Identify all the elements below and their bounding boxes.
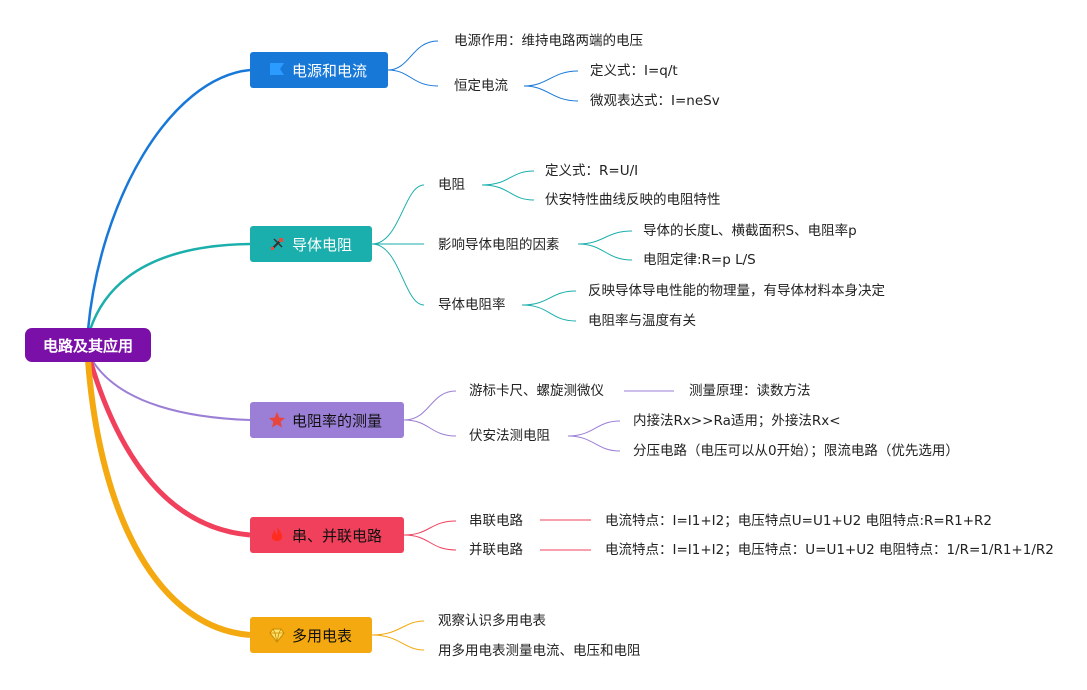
root-node[interactable]: 电路及其应用	[25, 328, 151, 362]
topic-observe-multimeter[interactable]: 观察认识多用电表	[438, 613, 546, 629]
topic-volt-ampere-method[interactable]: 伏安法测电阻	[469, 428, 550, 444]
branch-label: 导体电阻	[292, 235, 353, 254]
diamond-icon	[268, 626, 286, 644]
leaf-divider-limiter[interactable]: 分压电路（电压可以从0开始）；限流电路（优先选用）	[633, 443, 959, 459]
leaf-length-area-resistivity[interactable]: 导体的长度L、横截面积S、电阻率p	[643, 223, 857, 239]
topic-calipers[interactable]: 游标卡尺、螺旋测微仪	[469, 383, 604, 399]
topic-resistance-factors[interactable]: 影响导体电阻的因素	[438, 237, 560, 253]
branch-power-current[interactable]: 电源和电流	[250, 52, 388, 88]
fire-icon	[268, 526, 286, 544]
topic-power-role[interactable]: 电源作用：维持电路两端的电压	[454, 33, 643, 49]
leaf-internal-external[interactable]: 内接法Rx>>Ra适用；外接法Rx<	[633, 413, 841, 429]
leaf-current-micro[interactable]: 微观表达式：I=neSv	[590, 93, 720, 109]
star-icon	[268, 411, 286, 429]
leaf-series-features[interactable]: 电流特点：I=I1+I2；电压特点U=U1+U2 电阻特点:R=R1+R2	[605, 513, 992, 529]
leaf-measure-principle[interactable]: 测量原理：读数方法	[689, 383, 811, 399]
leaf-current-definition[interactable]: 定义式：I=q/t	[590, 63, 678, 79]
leaf-resistance-law[interactable]: 电阻定律:R=p L/S	[643, 252, 756, 268]
tools-icon	[268, 235, 286, 253]
leaf-resistivity-temperature[interactable]: 电阻率与温度有关	[588, 313, 696, 329]
topic-resistivity[interactable]: 导体电阻率	[438, 297, 506, 313]
topic-series-circuit[interactable]: 串联电路	[469, 513, 523, 529]
branch-series-parallel[interactable]: 串、并联电路	[250, 517, 404, 553]
topic-use-multimeter[interactable]: 用多用电表测量电流、电压和电阻	[438, 643, 641, 659]
root-label: 电路及其应用	[42, 336, 133, 355]
flag-icon	[268, 61, 286, 79]
branch-label: 电源和电流	[292, 61, 368, 80]
branch-label: 串、并联电路	[292, 526, 383, 545]
branch-label: 多用电表	[292, 626, 353, 645]
topic-resistance[interactable]: 电阻	[438, 177, 465, 193]
branch-label: 电阻率的测量	[292, 411, 383, 430]
topic-steady-current[interactable]: 恒定电流	[454, 78, 508, 94]
branch-resistivity-measure[interactable]: 电阻率的测量	[250, 402, 404, 438]
leaf-resistance-definition[interactable]: 定义式：R=U/I	[545, 163, 639, 179]
leaf-volt-ampere-curve[interactable]: 伏安特性曲线反映的电阻特性	[545, 192, 721, 208]
leaf-resistivity-meaning[interactable]: 反映导体导电性能的物理量，有导体材料本身决定	[588, 283, 885, 299]
branch-multimeter[interactable]: 多用电表	[250, 617, 372, 653]
topic-parallel-circuit[interactable]: 并联电路	[469, 542, 523, 558]
branch-conductor-resistance[interactable]: 导体电阻	[250, 226, 372, 262]
leaf-parallel-features[interactable]: 电流特点：I=I1+I2；电压特点：U=U1+U2 电阻特点：1/R=1/R1+…	[605, 542, 1054, 558]
